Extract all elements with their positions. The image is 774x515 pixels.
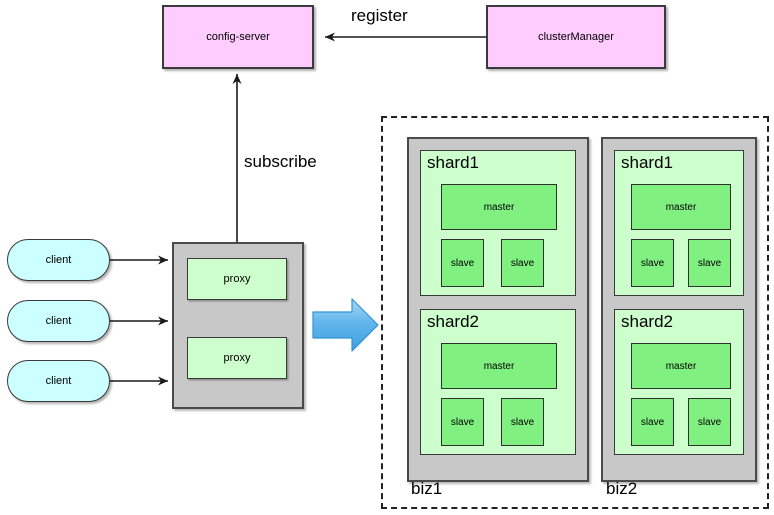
biz-1-shard-2-master-label: master	[483, 360, 515, 372]
biz-1-shard-2-slave-1[interactable]: slave	[441, 398, 484, 446]
biz-group-2-container: shard1 master slave slave shard2 master …	[601, 137, 757, 482]
biz-1-shard-2-master[interactable]: master	[441, 343, 557, 389]
biz-1-shard-2-slave-1-label: slave	[450, 416, 475, 428]
node-client-2[interactable]: client	[7, 300, 110, 342]
biz-2-shard-1[interactable]: shard1 master slave slave	[614, 150, 744, 296]
cluster-boundary	[381, 116, 769, 509]
node-config-server-label: config-server	[206, 30, 270, 43]
biz-2-shard-1-master[interactable]: master	[631, 184, 731, 230]
biz-2-shard-1-slave-1-label: slave	[640, 257, 665, 269]
biz-2-shard-2-slave-2-label: slave	[697, 416, 722, 428]
edge-label-subscribe: subscribe	[244, 152, 317, 171]
node-config-server[interactable]: config-server	[162, 5, 314, 69]
node-client-2-label: client	[45, 314, 72, 327]
biz-1-shard-1-master[interactable]: master	[441, 184, 557, 230]
biz-1-shard-1-slave-1[interactable]: slave	[441, 239, 484, 287]
biz-2-shard-1-slave-1[interactable]: slave	[631, 239, 674, 287]
biz-1-shard-1-slave-2-label: slave	[510, 257, 535, 269]
node-cluster-manager[interactable]: clusterManager	[486, 5, 666, 69]
node-client-3-label: client	[45, 374, 72, 387]
biz-1-shard-1[interactable]: shard1 master slave slave	[420, 150, 576, 296]
biz-1-shard-2-slave-2-label: slave	[510, 416, 535, 428]
biz-2-shard-1-slave-2[interactable]: slave	[688, 239, 731, 287]
biz-1-shard-1-title: shard1	[427, 153, 479, 172]
biz-1-shard-1-slave-1-label: slave	[450, 257, 475, 269]
biz-2-shard-2[interactable]: shard2 master slave slave	[614, 309, 744, 455]
biz-2-shard-2-title: shard2	[621, 312, 673, 331]
block-arrow-to-cluster	[312, 298, 379, 352]
node-proxy-1[interactable]: proxy	[187, 258, 287, 300]
biz-1-shard-2-title: shard2	[427, 312, 479, 331]
biz-2-shard-2-slave-1[interactable]: slave	[631, 398, 674, 446]
node-proxy-2-label: proxy	[223, 351, 251, 364]
biz-2-shard-2-master-label: master	[665, 360, 697, 372]
proxy-group-container: proxy proxy	[172, 242, 304, 409]
biz-2-shard-2-slave-2[interactable]: slave	[688, 398, 731, 446]
biz-2-shard-1-master-label: master	[665, 201, 697, 213]
edge-label-register: register	[351, 6, 408, 25]
biz-group-1-label: biz1	[411, 479, 443, 498]
biz-group-2-label: biz2	[606, 479, 638, 498]
node-proxy-1-label: proxy	[223, 272, 251, 285]
node-client-3[interactable]: client	[7, 360, 110, 402]
biz-1-shard-1-slave-2[interactable]: slave	[501, 239, 544, 287]
node-proxy-2[interactable]: proxy	[187, 337, 287, 379]
biz-1-shard-2[interactable]: shard2 master slave slave	[420, 309, 576, 455]
node-client-1-label: client	[45, 253, 72, 266]
biz-2-shard-2-master[interactable]: master	[631, 343, 731, 389]
biz-2-shard-1-slave-2-label: slave	[697, 257, 722, 269]
biz-2-shard-2-slave-1-label: slave	[640, 416, 665, 428]
biz-1-shard-2-slave-2[interactable]: slave	[501, 398, 544, 446]
node-cluster-manager-label: clusterManager	[538, 30, 614, 43]
node-client-1[interactable]: client	[7, 239, 110, 281]
biz-2-shard-1-title: shard1	[621, 153, 673, 172]
biz-group-1-container: shard1 master slave slave shard2 master …	[407, 137, 589, 482]
biz-1-shard-1-master-label: master	[483, 201, 515, 213]
